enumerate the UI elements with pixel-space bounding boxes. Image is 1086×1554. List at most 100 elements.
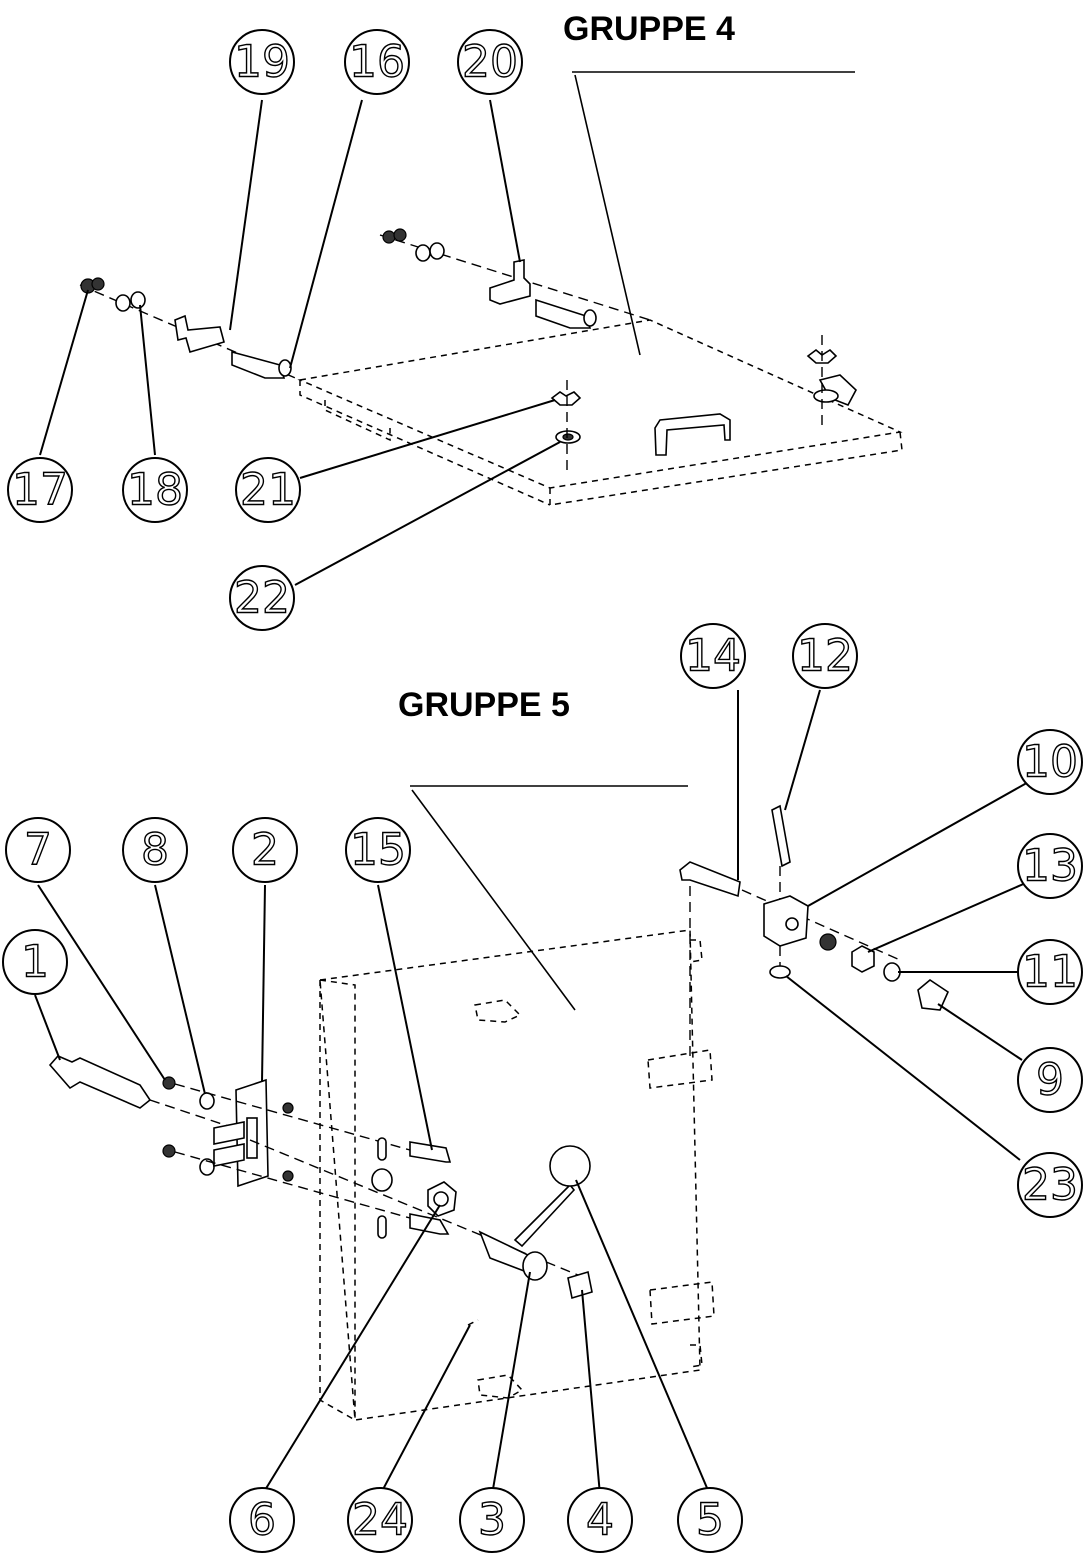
part-4-spacer	[567, 1270, 593, 1300]
callout-1: 1	[2, 929, 68, 995]
hinge-nut	[819, 933, 837, 951]
part-5-lever-arm	[513, 1183, 576, 1248]
rear-washer	[415, 242, 445, 262]
leader-8	[154, 884, 206, 1095]
leader-19	[229, 99, 263, 331]
part-19-hinge-bracket	[174, 314, 225, 353]
callout-3: 3	[459, 1487, 525, 1553]
part-3-hub-end	[522, 1251, 548, 1281]
part-20-hinge-bracket	[489, 259, 531, 305]
callout-16: 16	[344, 29, 410, 95]
leader-16	[289, 99, 363, 369]
leader-22	[294, 441, 561, 586]
part-7-nut-lower	[162, 1144, 176, 1158]
part-16-pin-head-left	[278, 359, 292, 377]
part-21-wing-nut	[550, 391, 582, 406]
part-17-nut	[80, 277, 105, 294]
svg-text:24: 24	[352, 1495, 408, 1546]
svg-text:23: 23	[1022, 1160, 1078, 1211]
door-slot-upper	[377, 1137, 387, 1161]
svg-text:19: 19	[234, 37, 290, 88]
leader-3	[491, 1271, 531, 1496]
svg-text:7: 7	[24, 825, 52, 876]
callout-17: 17	[7, 457, 73, 523]
svg-text:14: 14	[685, 631, 741, 682]
tray-plate	[297, 319, 903, 506]
part-18-washer	[115, 291, 146, 312]
part-7-nut-upper	[162, 1076, 176, 1090]
callout-8: 8	[122, 817, 188, 883]
part-24-catch	[467, 1319, 479, 1326]
group-4-assembly: GRUPPE 4	[39, 10, 903, 586]
part-15-bolt-upper	[409, 1141, 452, 1163]
group-5-assembly: GRUPPE 5	[34, 686, 1033, 1496]
part-12-pin	[771, 804, 791, 868]
callout-24: 24	[347, 1487, 413, 1553]
callout-18: 18	[122, 457, 188, 523]
callout-19: 19	[229, 29, 295, 95]
leader-20	[489, 99, 521, 263]
rear-nut	[382, 228, 407, 244]
part-9-clamp-nut	[917, 979, 950, 1011]
svg-text:16: 16	[349, 37, 405, 88]
leader-2	[261, 884, 266, 1083]
svg-text:9: 9	[1036, 1055, 1064, 1106]
callout-2: 2	[232, 817, 298, 883]
door-slot-lower	[377, 1215, 387, 1239]
group-4-pointer	[574, 74, 641, 356]
svg-text:6: 6	[248, 1495, 276, 1546]
callout-13: 13	[1017, 833, 1083, 899]
svg-text:1: 1	[21, 937, 49, 988]
plate-handle	[654, 413, 731, 456]
leader-17	[39, 289, 89, 456]
part-8-washer-lower	[199, 1158, 215, 1176]
leader-6	[261, 1204, 441, 1496]
part-14-bolt	[679, 861, 741, 898]
leader-1	[34, 994, 61, 1061]
part-23-washer	[769, 965, 791, 979]
callout-10: 10	[1017, 729, 1083, 795]
callout-14: 14	[680, 623, 746, 689]
callout-23: 23	[1017, 1152, 1083, 1218]
svg-text:18: 18	[127, 465, 183, 516]
callout-12: 12	[792, 623, 858, 689]
svg-text:21: 21	[240, 465, 296, 516]
part-1-handle-bolt	[48, 1055, 152, 1109]
rear-washer-plate	[813, 389, 839, 403]
leader-9	[937, 1003, 1023, 1061]
svg-text:4: 4	[586, 1495, 614, 1546]
svg-text:5: 5	[696, 1495, 724, 1546]
svg-text:15: 15	[350, 825, 406, 876]
part-16-pin-left	[231, 350, 286, 379]
callout-15: 15	[345, 817, 411, 883]
leader-15	[377, 884, 433, 1151]
svg-text:20: 20	[462, 37, 518, 88]
callout-4: 4	[567, 1487, 633, 1553]
part-5-knob	[549, 1145, 591, 1187]
svg-text:10: 10	[1022, 737, 1078, 788]
leader-21	[299, 399, 556, 479]
part-16-pin-head-right	[583, 309, 597, 327]
leader-23	[785, 975, 1021, 1161]
svg-text:11: 11	[1022, 947, 1078, 998]
group-5-title: GRUPPE 5	[398, 686, 570, 724]
svg-text:3: 3	[478, 1495, 506, 1546]
callout-7: 7	[5, 817, 71, 883]
callout-bubbles: 19 16 20 17 18 21 22 14 12 10 13 11 9 23…	[2, 29, 1083, 1553]
leader-12	[784, 689, 821, 811]
part-8-washer-upper	[199, 1092, 215, 1110]
leader-10	[807, 779, 1033, 907]
svg-text:12: 12	[797, 631, 853, 682]
svg-text:22: 22	[234, 573, 290, 624]
leader-18	[139, 304, 156, 456]
callout-20: 20	[457, 29, 523, 95]
group-4-title: GRUPPE 4	[563, 10, 735, 48]
svg-text:8: 8	[141, 825, 169, 876]
callout-5: 5	[677, 1487, 743, 1553]
callout-11: 11	[1017, 939, 1083, 1005]
leader-5	[575, 1179, 711, 1496]
leader-7	[37, 884, 166, 1081]
door-hole	[371, 1168, 393, 1192]
group-5-pointer	[411, 789, 576, 1011]
